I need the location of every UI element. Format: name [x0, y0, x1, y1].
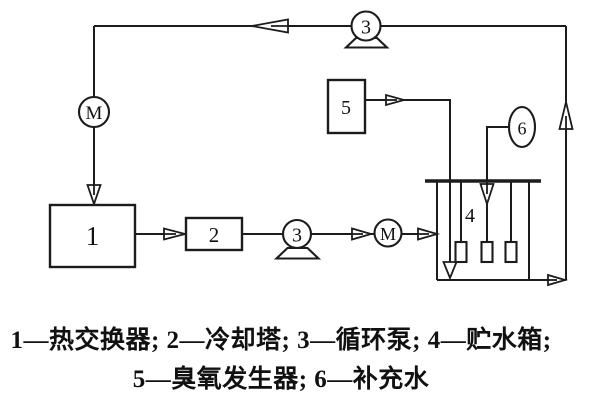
electrode-left: [454, 240, 468, 264]
pipes: [93, 25, 567, 281]
ozone-generator-label: 5: [341, 97, 351, 119]
ozone-generator-box: [326, 78, 367, 135]
circulation-pump-bottom: 3: [273, 218, 322, 260]
heat-exchanger-label: 1: [86, 221, 100, 251]
ozone-generator: 5: [326, 78, 367, 135]
cooling-tower-box: [184, 216, 244, 252]
heat-exchanger-box: [48, 203, 137, 269]
motor-bottom: M: [373, 218, 403, 248]
pump-bottom-base: [273, 246, 322, 260]
cooling-tower-label: 2: [209, 223, 220, 247]
cooling-tower: 2: [184, 216, 244, 252]
figure-caption: 1—热交换器; 2—冷却塔; 3—循环泵; 4—贮水箱; 5—臭氧发生器; 6—…: [0, 321, 562, 399]
pump-top-circle: [350, 10, 382, 42]
circulation-pump-top: 3: [343, 10, 390, 49]
flow-arrows: [86, 18, 574, 287]
heat-exchanger: 1: [48, 203, 137, 269]
arrow-down-ozone-diffuser-icon: [442, 261, 458, 281]
caption-line-1: 1—热交换器; 2—冷却塔; 3—循环泵; 4—贮水箱;: [10, 327, 552, 354]
motor-bottom-label: M: [380, 224, 396, 244]
storage-tank: 4: [425, 179, 541, 280]
pump-bottom-circle: [281, 218, 313, 250]
makeup-water-ellipse: [507, 105, 537, 149]
motor-bottom-circle: [373, 218, 403, 248]
storage-tank-label: 4: [465, 205, 475, 227]
motor-left: M: [77, 95, 111, 129]
motor-left-label: M: [86, 103, 103, 124]
motor-left-circle: [77, 95, 111, 129]
makeup-water-label: 6: [518, 119, 527, 139]
electrode-middle: [480, 240, 494, 264]
makeup-water: 6: [507, 105, 537, 149]
pump-bottom-label: 3: [292, 225, 302, 247]
pump-top-label: 3: [361, 17, 371, 39]
electrode-right: [504, 240, 518, 264]
caption-line-2: 5—臭氧发生器; 6—补充水: [132, 366, 430, 393]
